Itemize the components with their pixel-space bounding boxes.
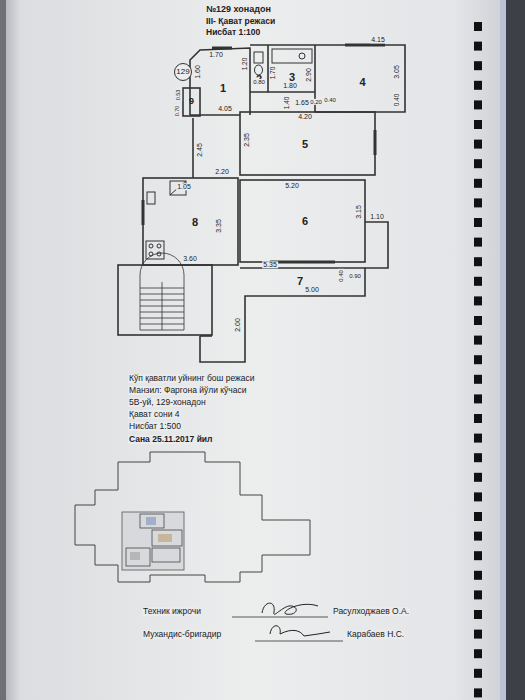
- dimension-label: 4.05: [217, 105, 233, 112]
- room-label: 4: [359, 76, 365, 88]
- dimension-label: 2.90: [305, 67, 312, 83]
- apartment-number-circle: 129: [174, 63, 192, 81]
- room-number: 8: [170, 202, 220, 242]
- document-note: Манзил: Фаргона йўли кўчаси: [128, 386, 247, 395]
- room-label: 1: [220, 82, 226, 94]
- document-note: Кўп қаватли уйнинг бош режаси: [128, 374, 256, 383]
- document-note: Қават сони 4: [128, 410, 181, 419]
- dimension-label: 0.53: [176, 89, 182, 102]
- room-label: 3: [289, 71, 295, 83]
- signature-role: Мухандис-бригадир: [142, 630, 222, 639]
- dimension-label: 0.40: [323, 97, 337, 103]
- dimension-label: 0.90: [348, 273, 362, 279]
- dimension-label: 2.00: [234, 317, 241, 333]
- room-label: 6: [302, 215, 308, 227]
- dimension-label: 2.20: [214, 168, 230, 175]
- dimension-label: 0.20: [309, 99, 323, 105]
- document-note: Сана 25.11.2017 йил: [128, 435, 213, 444]
- room-number: 1: [205, 70, 241, 106]
- dimension-label: 4.20: [297, 113, 313, 120]
- dimension-label: 1.70: [208, 51, 224, 58]
- dimension-label: 5.35: [262, 261, 278, 268]
- signature-name: Карабаев Н.С.: [346, 630, 405, 639]
- apartment-title: №129 хонадон: [205, 5, 272, 14]
- dimension-label: 3.60: [182, 255, 198, 262]
- dimension-label: 1.80: [282, 82, 298, 89]
- document-note: 5В-уй, 129-хонадон: [128, 398, 207, 407]
- dimension-label: 1.70: [270, 66, 277, 81]
- room-label: 5: [302, 138, 308, 150]
- signature-name: Расулходжаев О.А.: [332, 607, 410, 616]
- dimension-label: 1.40: [284, 96, 291, 111]
- plan-heading: Нисбат 1:100: [205, 28, 261, 37]
- room-number: 5: [255, 122, 355, 167]
- room-number: 6: [260, 190, 350, 252]
- dimension-label: 1.20: [242, 57, 249, 72]
- room-label: 9: [189, 97, 194, 107]
- room-label: 7: [297, 275, 303, 287]
- dimension-label: 4.15: [370, 36, 386, 43]
- dimension-label: 2.45: [196, 142, 203, 158]
- document-note: Нисбат 1:500: [128, 422, 182, 431]
- room-number: 9: [184, 92, 199, 112]
- dimension-label: 1.60: [194, 64, 201, 80]
- dimension-label: 0.80: [252, 79, 266, 85]
- dimension-label: 5.20: [284, 182, 300, 189]
- signature-role: Техник ижрочи: [142, 607, 202, 616]
- dimension-label: 2.35: [243, 132, 250, 148]
- room-label: 129: [176, 68, 189, 77]
- dimension-label: 0.40: [394, 93, 401, 108]
- dimension-label: 3.35: [215, 218, 222, 234]
- room-label: 8: [192, 216, 198, 228]
- dimension-label: 5.00: [304, 286, 320, 293]
- room-number: 4: [335, 62, 390, 102]
- dimension-label: 0.40: [338, 269, 344, 283]
- plan-heading: III- Қават режаси: [205, 17, 276, 26]
- dimension-label: 3.15: [355, 204, 362, 220]
- dimension-label: 1.65: [294, 99, 310, 106]
- dimension-label: 1.05: [176, 183, 192, 190]
- dimension-label: 0.70: [175, 105, 181, 118]
- dimension-label: 3.05: [393, 64, 400, 80]
- dimension-label: 1.10: [369, 213, 385, 220]
